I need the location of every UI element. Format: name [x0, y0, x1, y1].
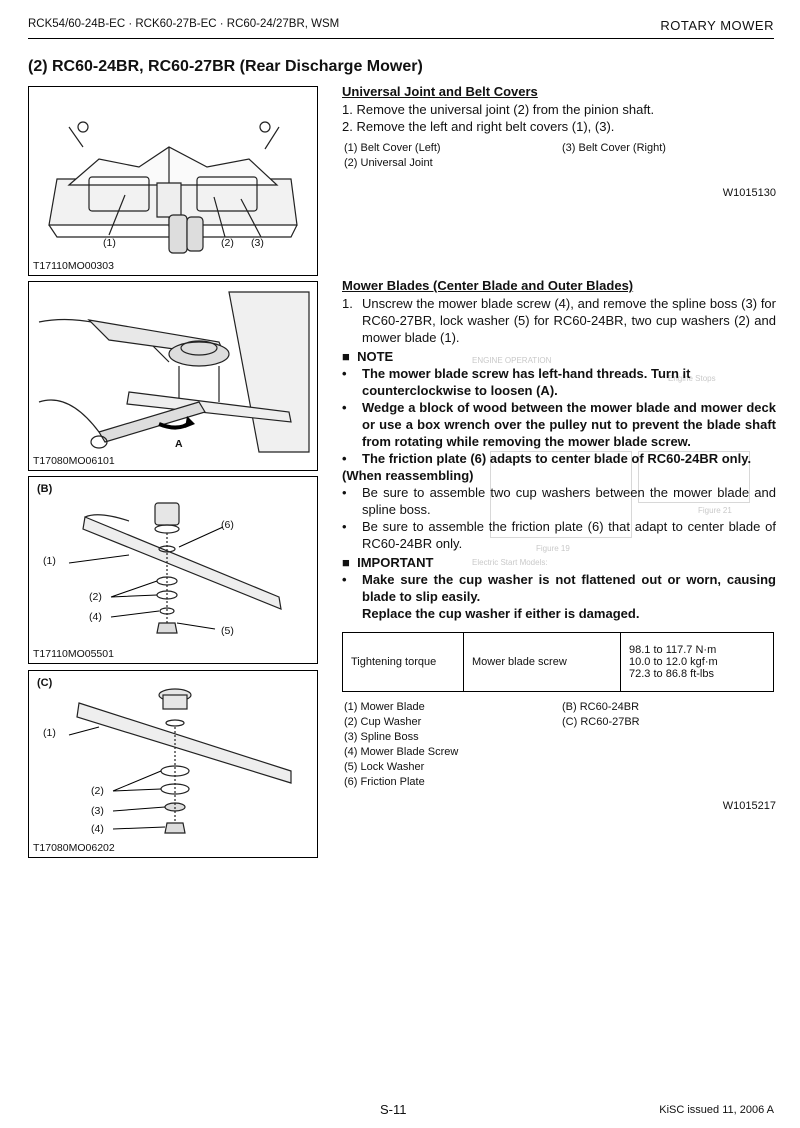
- important-item: • Make sure the cup washer is not flatte…: [342, 571, 776, 622]
- ujoint-heading: Universal Joint and Belt Covers: [342, 84, 538, 99]
- figure-caption: T17080MO06202: [33, 842, 115, 854]
- square-bullet-icon: ■: [342, 555, 350, 570]
- note-item: • The mower blade screw has left-hand th…: [342, 365, 776, 399]
- callout-6: (6): [221, 519, 234, 531]
- figure-caption: T17110MO00303: [33, 260, 114, 272]
- important-text: Make sure the cup washer is not flattene…: [362, 572, 776, 604]
- watermark-figure-21: Figure 21: [698, 506, 732, 515]
- blades-section: Mower Blades (Center Blade and Outer Bla…: [342, 278, 776, 812]
- callout-2: (2): [89, 591, 102, 603]
- reassemble-text: Be sure to assemble two cup washers betw…: [362, 485, 776, 517]
- step-text: Unscrew the mower blade screw (4), and r…: [362, 296, 776, 345]
- header-section: ROTARY MOWER: [660, 18, 774, 33]
- torque-item: Mower blade screw: [463, 632, 621, 692]
- blades-step-1: 1. Unscrew the mower blade screw (4), an…: [342, 295, 776, 346]
- reassemble-title: (When reassembling): [342, 468, 474, 483]
- important-title: ■ IMPORTANT: [342, 554, 776, 571]
- ref-cup-washer: (2) Cup Washer: [344, 716, 422, 728]
- reassemble-item: • Be sure to assemble the friction plate…: [342, 518, 776, 552]
- watermark-photo: [490, 451, 632, 538]
- note-item: • The friction plate (6) adapts to cente…: [342, 450, 776, 467]
- step-number: 1.: [342, 296, 353, 311]
- watermark-engine-operation: ENGINE OPERATION: [472, 356, 552, 365]
- bullet-icon: •: [342, 485, 347, 500]
- ujoint-code: W1015130: [722, 187, 776, 199]
- header-models: RCK54/60-24B-EC · RCK60-27B-EC · RC60-24…: [28, 18, 340, 30]
- blades-heading: Mower Blades (Center Blade and Outer Bla…: [342, 278, 634, 293]
- header-rule: [28, 38, 774, 39]
- callout-1: (1): [43, 727, 56, 739]
- torque-values: 98.1 to 117.7 N·m 10.0 to 12.0 kgf·m 72.…: [620, 632, 774, 692]
- ref-spline-boss: (3) Spline Boss: [344, 731, 419, 743]
- wrench-drawing: [38, 291, 310, 453]
- note-text: The friction plate (6) adapts to center …: [362, 451, 752, 466]
- figure-blade-c: (C) (1) (2) (3) (4) T17080MO06202: [28, 670, 318, 858]
- torque-ftlbs: 72.3 to 86.8 ft-lbs: [629, 668, 714, 680]
- ref-universal-joint: (2) Universal Joint: [344, 157, 433, 169]
- ref-model-c: (C) RC60-27BR: [562, 716, 640, 728]
- callout-4: (4): [91, 823, 104, 835]
- note-title: ■ NOTE: [342, 348, 776, 365]
- watermark-electric-start: Electric Start Models:: [472, 558, 548, 567]
- blade-c-drawing: [68, 688, 292, 834]
- ujoint-step-1: 1. Remove the universal joint (2) from t…: [342, 102, 655, 117]
- ujoint-step-2: 2. Remove the left and right belt covers…: [342, 119, 615, 134]
- ref-friction-plate: (6) Friction Plate: [344, 776, 425, 788]
- figure-blade-b: (B) (1) (2) (4) (5) (6) T17110MO05501: [28, 476, 318, 664]
- callout-2: (2): [221, 237, 234, 249]
- torque-kgfm: 10.0 to 12.0 kgf·m: [629, 656, 718, 668]
- callout-1: (1): [43, 555, 56, 567]
- bullet-icon: •: [342, 366, 347, 381]
- bullet-icon: •: [342, 451, 347, 466]
- bullet-icon: •: [342, 400, 347, 415]
- callout-3: (3): [91, 805, 104, 817]
- section-title: (2) RC60-24BR, RC60-27BR (Rear Discharge…: [28, 58, 423, 75]
- bullet-icon: •: [342, 519, 347, 534]
- important-title-text: IMPORTANT: [357, 555, 434, 570]
- bleed-through-watermark: ENGINE OPERATION Engine Stops Figure 19 …: [470, 356, 770, 776]
- watermark-figure-19: Figure 19: [536, 544, 570, 553]
- watermark-engine-stops: Engine Stops: [668, 374, 716, 383]
- page-number: S-11: [380, 1102, 407, 1117]
- callout-5: (5): [221, 625, 234, 637]
- blades-refs: (1) Mower Blade (2) Cup Washer (3) Splin…: [342, 700, 776, 792]
- figure-caption: T17110MO05501: [33, 648, 114, 660]
- note-item: • Wedge a block of wood between the mowe…: [342, 399, 776, 450]
- ujoint-refs: (1) Belt Cover (Left) (2) Universal Join…: [342, 141, 776, 177]
- arrow-label-a: A: [175, 438, 183, 450]
- figure-tag: (C): [37, 677, 53, 689]
- figure-wrench: A T17080MO06101: [28, 281, 318, 471]
- reassemble-text: Be sure to assemble the friction plate (…: [362, 519, 776, 551]
- torque-nm: 98.1 to 117.7 N·m: [629, 644, 717, 656]
- square-bullet-icon: ■: [342, 349, 350, 364]
- important-text-2: Replace the cup washer if either is dama…: [362, 606, 640, 621]
- bullet-icon: •: [342, 572, 347, 587]
- ref-belt-cover-left: (1) Belt Cover (Left): [344, 142, 441, 154]
- blades-code: W1015217: [722, 800, 776, 812]
- deck-drawing: [48, 121, 298, 254]
- ref-belt-cover-right: (3) Belt Cover (Right): [562, 142, 666, 154]
- note-text: The mower blade screw has left-hand thre…: [362, 366, 691, 398]
- watermark-photo-2: [638, 451, 750, 503]
- figure-deck-top: (1) (2) (3) T17110MO00303: [28, 86, 318, 276]
- reassemble-item: • Be sure to assemble two cup washers be…: [342, 484, 776, 518]
- ref-mower-blade: (1) Mower Blade: [344, 701, 425, 713]
- note-title-text: NOTE: [357, 349, 394, 364]
- ref-model-b: (B) RC60-24BR: [562, 701, 640, 713]
- ref-lock-washer: (5) Lock Washer: [344, 761, 425, 773]
- ref-blade-screw: (4) Mower Blade Screw: [344, 746, 459, 758]
- figure-caption: T17080MO06101: [33, 455, 115, 467]
- figure-tag: (B): [37, 483, 53, 495]
- ujoint-section: Universal Joint and Belt Covers 1. Remov…: [342, 84, 776, 199]
- issued-note: KiSC issued 11, 2006 A: [659, 1104, 774, 1116]
- note-text: Wedge a block of wood between the mower …: [362, 400, 776, 449]
- callout-4: (4): [89, 611, 102, 623]
- blade-b-drawing: [68, 502, 282, 634]
- torque-table: Tightening torque Mower blade screw 98.1…: [342, 632, 774, 692]
- callout-3: (3): [251, 237, 264, 249]
- callout-2: (2): [91, 785, 104, 797]
- torque-label: Tightening torque: [342, 632, 464, 692]
- callout-1: (1): [103, 237, 116, 249]
